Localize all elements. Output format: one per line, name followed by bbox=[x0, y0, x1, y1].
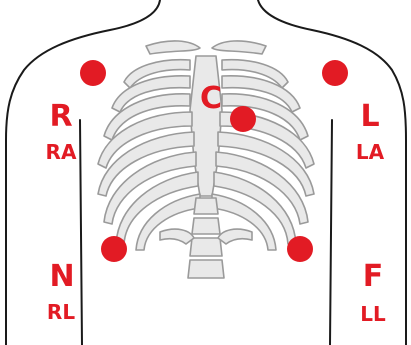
electrode-chest bbox=[230, 106, 256, 132]
right-arm-letter: R bbox=[46, 102, 76, 132]
electrode-right-leg bbox=[101, 236, 127, 262]
right-leg-code: RL bbox=[36, 302, 86, 322]
electrode-left-leg bbox=[287, 236, 313, 262]
left-leg-letter: F bbox=[358, 262, 388, 292]
electrode-right-arm bbox=[80, 60, 106, 86]
right-arm-code: RA bbox=[36, 142, 86, 162]
left-arm-code: LA bbox=[345, 142, 395, 162]
ribcage-icon bbox=[98, 41, 314, 278]
right-leg-letter: N bbox=[45, 262, 79, 292]
left-leg-code: LL bbox=[348, 304, 398, 324]
chest-letter: C bbox=[196, 84, 226, 114]
electrode-left-arm bbox=[322, 60, 348, 86]
left-arm-letter: L bbox=[355, 102, 385, 132]
